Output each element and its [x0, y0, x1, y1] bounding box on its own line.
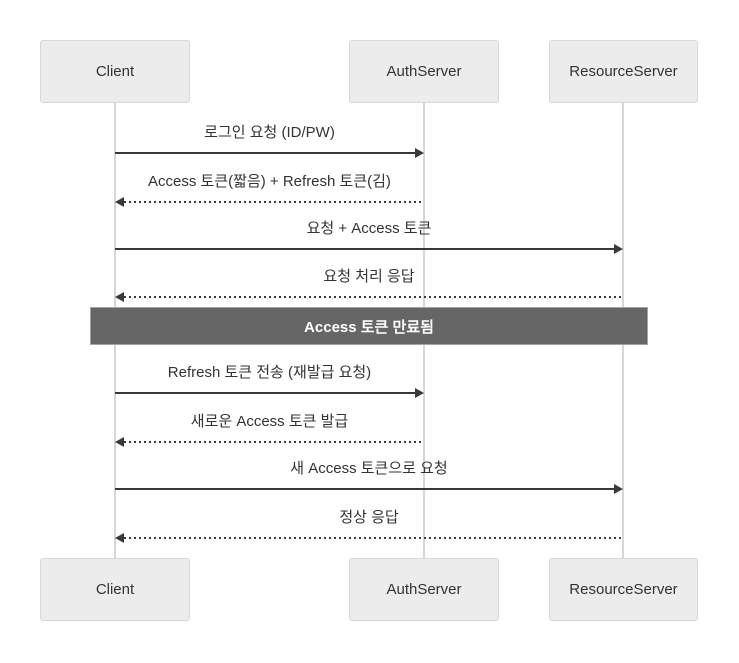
message-success-response-line [124, 537, 623, 539]
actor-authserver-label: AuthServer [386, 63, 462, 80]
message-token-issue-label: Access 토큰(짧음) + Refresh 토큰(김) [148, 173, 391, 190]
actor-authserver-bottom: AuthServer [349, 558, 499, 621]
message-login-request-line [115, 152, 415, 154]
actor-resourceserver-top: ResourceServer [549, 40, 698, 103]
actor-client-top: Client [40, 40, 190, 103]
arrowhead-left-icon [115, 437, 124, 447]
message-login-request-label: 로그인 요청 (ID/PW) [204, 124, 335, 141]
message-retry-request-line [115, 488, 614, 490]
actor-resourceserver-label: ResourceServer [569, 63, 678, 80]
note-token-expired: Access 토큰 만료됨 [90, 307, 648, 345]
message-api-request-label: 요청 + Access 토큰 [306, 220, 432, 237]
arrowhead-right-icon [415, 388, 424, 398]
message-token-issue-line [124, 201, 424, 203]
arrowhead-right-icon [614, 244, 623, 254]
actor-resourceserver-bottom: ResourceServer [549, 558, 698, 621]
message-success-response-label: 정상 응답 [339, 509, 399, 526]
arrowhead-left-icon [115, 197, 124, 207]
message-api-request-line [115, 248, 614, 250]
arrowhead-right-icon [415, 148, 424, 158]
message-refresh-request-line [115, 392, 415, 394]
message-api-response-line [124, 296, 623, 298]
actor-authserver-label: AuthServer [386, 581, 462, 598]
actor-resourceserver-label: ResourceServer [569, 581, 678, 598]
actor-client-bottom: Client [40, 558, 190, 621]
actor-authserver-top: AuthServer [349, 40, 499, 103]
arrowhead-right-icon [614, 484, 623, 494]
note-token-expired-label: Access 토큰 만료됨 [304, 318, 434, 336]
message-retry-request-label: 새 Access 토큰으로 요청 [290, 460, 448, 477]
message-new-token-issue-label: 새로운 Access 토큰 발급 [190, 413, 349, 430]
actor-client-label: Client [95, 581, 135, 598]
actor-client-label: Client [95, 63, 135, 80]
arrowhead-left-icon [115, 292, 124, 302]
message-new-token-issue-line [124, 441, 424, 443]
arrowhead-left-icon [115, 533, 124, 543]
message-refresh-request-label: Refresh 토큰 전송 (재발급 요청) [167, 364, 372, 381]
message-api-response-label: 요청 처리 응답 [323, 268, 415, 285]
